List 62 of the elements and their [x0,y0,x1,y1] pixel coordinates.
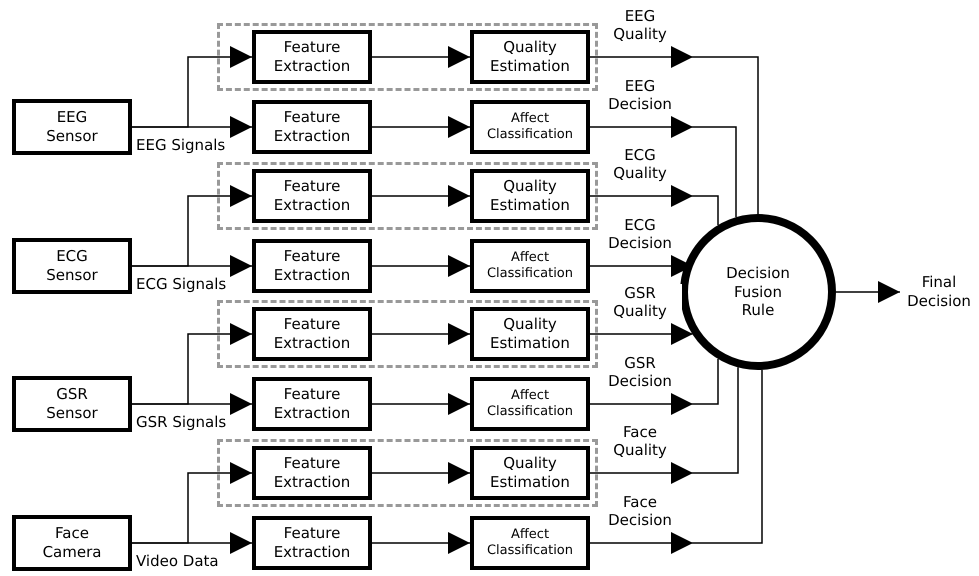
process-box [470,446,590,500]
process-box [252,169,372,223]
process-box [252,377,372,431]
arrow [132,116,252,138]
node-label: Face Camera [42,524,102,562]
node-label: Feature Extraction [272,315,352,353]
sensor-box [12,238,132,294]
node-label: Feature Extraction [272,385,352,423]
node-label: Feature Extraction [272,454,352,492]
edge-label: GSR Signals [135,413,228,431]
process-box [470,169,590,223]
process-box [252,446,372,500]
process-box [470,377,590,431]
node-label: Feature Extraction [272,38,352,76]
node-label: Feature Extraction [272,108,352,146]
dashed-group-box [217,439,598,507]
sensor-box [12,99,132,155]
node-label: ECG Sensor [45,247,99,285]
node-label: Final Decision [906,273,972,311]
arrow [132,532,252,554]
arrow [132,255,252,277]
arrow [372,393,470,415]
node-label: Affect Classification [486,526,574,560]
process-box [470,100,590,154]
node-label: Affect Classification [486,388,574,420]
arrow [372,323,470,345]
node-label: EEG Sensor [45,108,99,146]
edge-label: EEG Signals [135,136,226,154]
node-label: GSR Sensor [45,385,99,423]
process-box [470,239,590,293]
dashed-group-box [217,23,598,91]
arrow [372,46,470,68]
sensor-box [12,376,132,432]
sensor-box [12,515,132,571]
arrow [372,532,470,554]
process-box [252,516,372,570]
node-label: Feature Extraction [272,247,352,285]
process-box [470,307,590,361]
process-box [252,30,372,84]
arrow [372,462,470,484]
arrow [836,281,900,303]
node-label: Feature Extraction [272,524,352,562]
dashed-group-box [217,300,598,368]
arrow [372,185,470,207]
node-label: Quality Estimation [489,454,571,492]
edge-label: ECG Signals [135,275,228,293]
arrow [132,393,252,415]
arrow [372,255,470,277]
node-label: Quality Estimation [489,177,571,215]
process-box [252,100,372,154]
arrow [372,116,470,138]
node-label: Quality Estimation [489,315,571,353]
process-box [252,239,372,293]
process-box [470,516,590,570]
process-box [252,307,372,361]
node-label: Decision Fusion Rule [725,264,791,320]
node-label: Affect Classification [486,250,574,282]
node-label: Affect Classification [486,110,574,144]
dashed-group-box [217,162,598,230]
node-label: Quality Estimation [489,38,571,76]
process-box [470,30,590,84]
node-label: Feature Extraction [272,177,352,215]
